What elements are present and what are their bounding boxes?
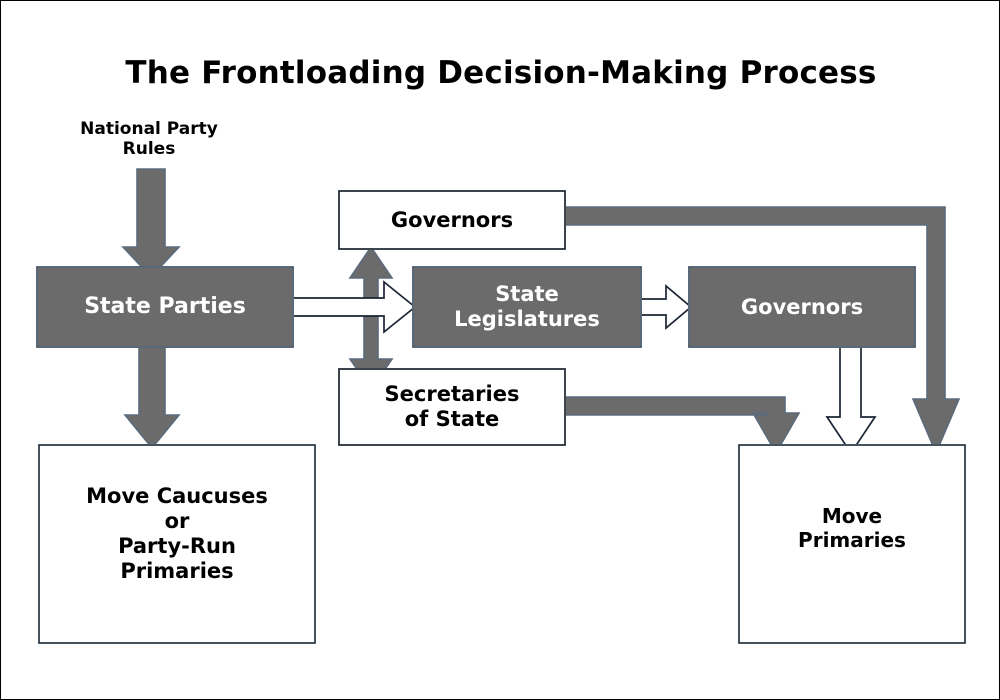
connector-rules-to-state-parties	[121, 168, 181, 279]
node-governors-top[interactable]	[338, 190, 566, 250]
connector-secretaries-to-move-primaries	[564, 396, 801, 455]
node-state-parties[interactable]	[36, 266, 294, 348]
node-state-legislatures[interactable]	[412, 266, 642, 348]
node-move-caucuses[interactable]	[38, 444, 316, 644]
node-secretaries-of-state[interactable]	[338, 368, 566, 446]
node-governors-right[interactable]	[688, 266, 916, 348]
connector-state-parties-to-state-legislatures	[290, 280, 417, 334]
connector-governors-right-to-move-primaries	[825, 346, 877, 455]
connector-state-parties-to-move-caucuses	[123, 344, 181, 450]
connector-governors-top-to-move-primaries	[564, 206, 961, 456]
node-move-primaries[interactable]	[738, 444, 966, 644]
connector-state-legislatures-to-governors-right	[640, 284, 693, 330]
